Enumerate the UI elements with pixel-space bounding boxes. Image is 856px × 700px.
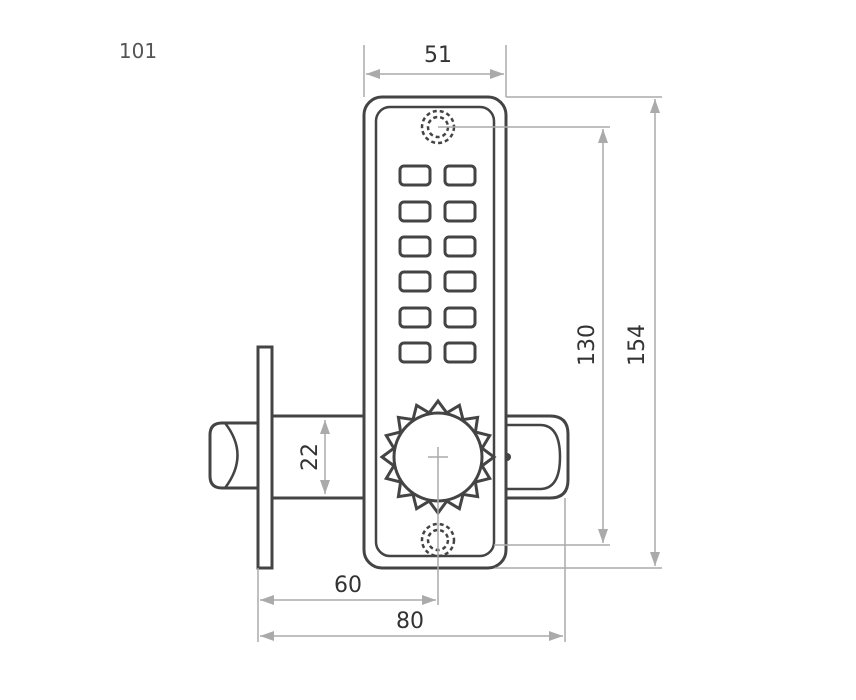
dimension-154-label: 154: [625, 324, 650, 366]
keypad-button: [398, 270, 432, 293]
dimension-22-label: 22: [298, 443, 323, 471]
keypad-button: [443, 235, 477, 258]
dimension-22: 22: [298, 420, 330, 494]
rear-cylinder: [502, 414, 570, 500]
extension-lines: [257, 45, 662, 642]
model-code: 101: [119, 39, 157, 63]
latch-body: [270, 414, 368, 500]
keypad-button: [443, 341, 477, 364]
keypad-button: [443, 200, 477, 223]
keypad-button: [443, 306, 477, 329]
dimension-80-label: 80: [396, 609, 424, 634]
latch-faceplate: [256, 345, 274, 570]
keypad-button: [443, 270, 477, 293]
keypad: [398, 164, 477, 364]
keypad-button: [443, 164, 477, 187]
latch-assembly: [208, 345, 570, 570]
dimension-60: 60: [260, 573, 436, 605]
latch-bolt-curve: [224, 422, 239, 489]
dimension-154: 154: [625, 99, 660, 566]
keypad-button: [398, 235, 432, 258]
keypad-button: [398, 341, 432, 364]
keypad-button: [398, 306, 432, 329]
keypad-button: [398, 164, 432, 187]
dimension-51: 51: [366, 43, 504, 79]
dimension-60-label: 60: [334, 573, 362, 598]
dimension-51-label: 51: [424, 43, 452, 68]
rear-cylinder-inner: [504, 423, 562, 491]
dimension-80: 80: [260, 609, 563, 641]
keypad-button: [398, 200, 432, 223]
dimension-130: 130: [575, 129, 608, 543]
latch-bolt: [208, 421, 260, 490]
dimension-130-label: 130: [575, 324, 600, 366]
